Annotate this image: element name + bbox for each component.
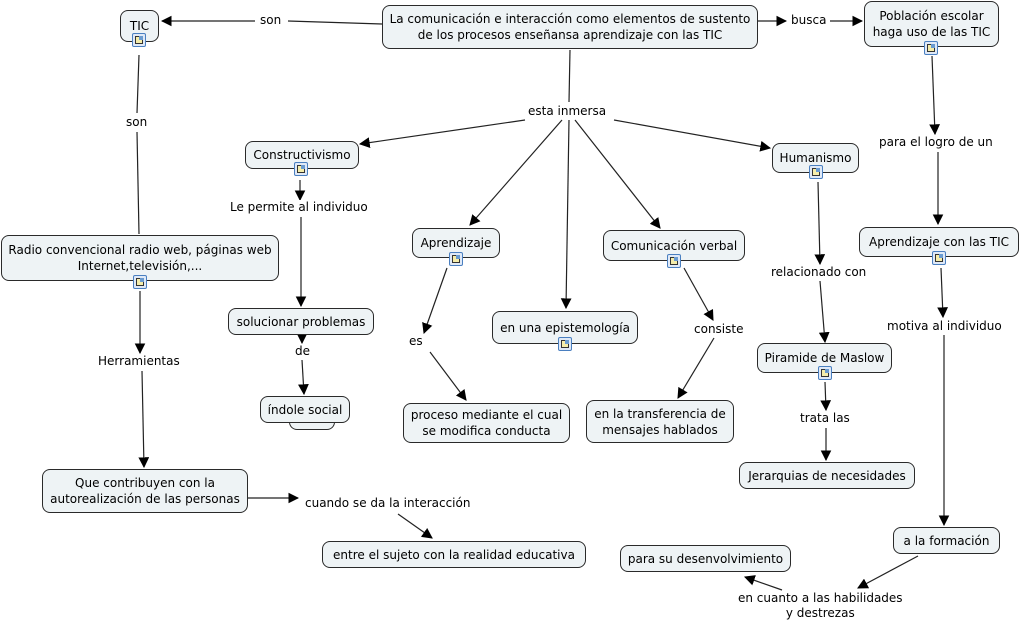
link-cuando[interactable]: cuando se da la interacción [303,496,473,511]
concept-formacion[interactable]: a la formación [893,527,1000,554]
concept-jerarquias[interactable]: Jerarquias de necesidades [739,462,915,489]
resource-icon-epistemologia[interactable] [558,337,572,351]
link-para-logro[interactable]: para el logro de un [877,135,995,150]
concept-aprendizaje[interactable]: Aprendizaje [412,228,500,258]
concept-sujeto-text: entre el sujeto con la realidad educativ… [333,547,575,562]
concept-indole[interactable]: índole social [260,396,350,423]
concept-indole-text: índole social [267,402,343,417]
link-motiva[interactable]: motiva al individuo [885,319,1004,334]
link-busca[interactable]: busca [789,13,829,28]
concept-main[interactable]: La comunicación e interacción como eleme… [382,5,758,49]
resource-icon-tic[interactable] [132,33,146,47]
link-esta-inmersa[interactable]: esta inmersa [526,104,609,119]
concept-desenvolvimiento-text: para su desenvolvimiento [627,551,784,566]
resource-icon-poblacion[interactable] [924,41,938,55]
resource-icon-aprendizaje[interactable] [449,252,463,266]
link-de[interactable]: de [293,344,312,359]
link-es[interactable]: es [407,334,425,349]
concept-aprendizaje-tic-text: Aprendizaje con las TIC [869,235,1009,249]
concept-radio[interactable]: Radio convencional radio web, páginas we… [1,235,279,281]
concept-main-text: La comunicación e interacción como eleme… [389,12,751,42]
link-son-top[interactable]: son [258,13,284,28]
concept-aprendizaje-text: Aprendizaje [420,236,492,250]
resource-icon-radio[interactable] [133,275,147,289]
concept-sujeto[interactable]: entre el sujeto con la realidad educativ… [322,541,586,568]
link-trata[interactable]: trata las [798,411,852,426]
concept-humanismo-text: Humanismo [779,151,852,165]
resource-icon-comunicacion[interactable] [667,254,681,268]
concept-constructivismo[interactable]: Constructivismo [245,141,359,169]
concept-solucionar-text: solucionar problemas [236,314,366,329]
concept-tic-text: TIC [129,19,150,33]
concept-desenvolvimiento[interactable]: para su desenvolvimiento [620,545,791,572]
link-son-side[interactable]: son [124,115,150,130]
concept-formacion-text: a la formación [903,533,990,548]
resource-icon-aprendizaje-tic[interactable] [932,251,946,265]
concept-maslow-text: Piramide de Maslow [764,351,885,365]
concept-solucionar[interactable]: solucionar problemas [228,308,374,335]
link-consiste[interactable]: consiste [692,322,746,337]
link-le-permite[interactable]: Le permite al individuo [228,200,370,215]
link-relacionado[interactable]: relacionado con [769,265,869,280]
resource-icon-humanismo[interactable] [809,165,823,179]
resource-icon-constructivismo[interactable] [294,162,308,176]
concept-comunicacion-text: Comunicación verbal [610,238,738,253]
resource-icon-maslow[interactable] [818,366,832,380]
concept-epistemologia-text: en una epistemología [500,320,630,335]
concept-constructivismo-text: Constructivismo [253,148,351,162]
link-herramientas[interactable]: Herramientas [96,354,182,369]
concept-radio-text: Radio convencional radio web, páginas we… [8,243,272,273]
concept-jerarquias-text: Jerarquias de necesidades [748,468,906,483]
